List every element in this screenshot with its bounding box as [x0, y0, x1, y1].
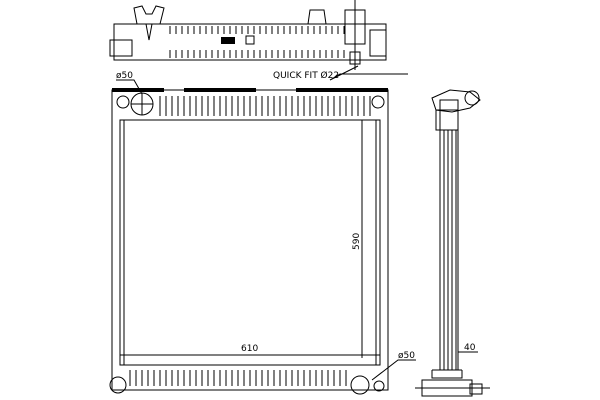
height-dimension: 590	[352, 233, 362, 250]
quick-fit-label: QUICK FIT Ø22	[273, 70, 339, 81]
front-bottom-fins	[129, 370, 347, 386]
top-tank-fins	[169, 26, 345, 58]
top-view	[109, 0, 387, 70]
depth-dimension: 40	[464, 343, 476, 353]
outlet-diameter-label: ø50	[398, 351, 415, 361]
front-top-fins	[159, 96, 371, 116]
side-view: 40	[415, 89, 490, 397]
inlet-diameter-label: ø50	[116, 71, 133, 81]
width-dimension: 610	[241, 344, 258, 354]
front-view: 590 610 ø50 QUICK FIT Ø22 ø50	[109, 65, 416, 395]
